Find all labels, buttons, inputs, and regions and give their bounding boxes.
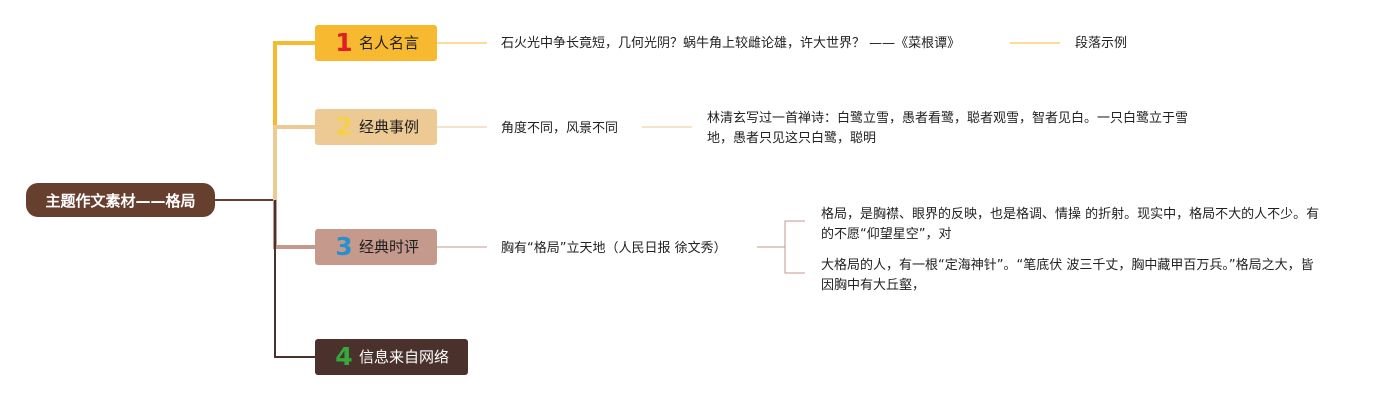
root-topic[interactable]: 主题作文素材——格局 [26,183,215,217]
branch-label: 经典时评 [359,238,420,256]
branch-number: 3 [335,232,353,261]
link-commentary-point-1 [784,220,805,247]
trunk-branch-3 [273,200,315,249]
branch-info-source[interactable]: 4 信息来自网络 [315,339,468,375]
trunk-branch-2 [273,125,315,200]
branch-label: 名人名言 [359,34,420,52]
link-commentary-point-2 [784,247,805,274]
commentary-title[interactable]: 胸有“格局”立天地（人民日报 徐文秀） [501,241,727,256]
trunk-branch-1 [273,41,315,200]
example-title[interactable]: 角度不同，风景不同 [501,121,619,136]
commentary-point-1[interactable]: 格局，是胸襟、眼界的反映，也是格调、情操 的折射。现实中，格局不大的人不少。有的… [821,207,1320,242]
branch-number: 4 [335,342,353,371]
branch-label: 信息来自网络 [359,348,450,366]
branch-classic-commentary[interactable]: 3 经典时评 [315,229,437,265]
branch-classic-examples[interactable]: 2 经典事例 [315,109,437,145]
branch-number: 2 [335,112,353,141]
branch-number: 1 [335,28,353,57]
quote-note[interactable]: 段落示例 [1075,36,1128,51]
commentary-point-2[interactable]: 大格局的人，有一根“定海神针”。“笔底伏 波三千丈，胸中藏甲百万兵。”格局之大，… [821,258,1314,293]
branch-famous-quotes[interactable]: 1 名人名言 [315,25,437,61]
root-topic-label: 主题作文素材——格局 [45,191,196,210]
example-detail[interactable]: 林清玄写过一首禅诗：白鹭立雪，愚者看鹭，聪者观雪，智者见白。一只白鹭立于雪地，愚… [707,111,1189,146]
quote-text[interactable]: 石火光中争长竟短，几何光阴？蜗牛角上较雌论雄，许大世界？ ——《菜根谭》 [501,36,961,51]
trunk-branch-4 [274,200,315,358]
branch-label: 经典事例 [359,118,420,136]
